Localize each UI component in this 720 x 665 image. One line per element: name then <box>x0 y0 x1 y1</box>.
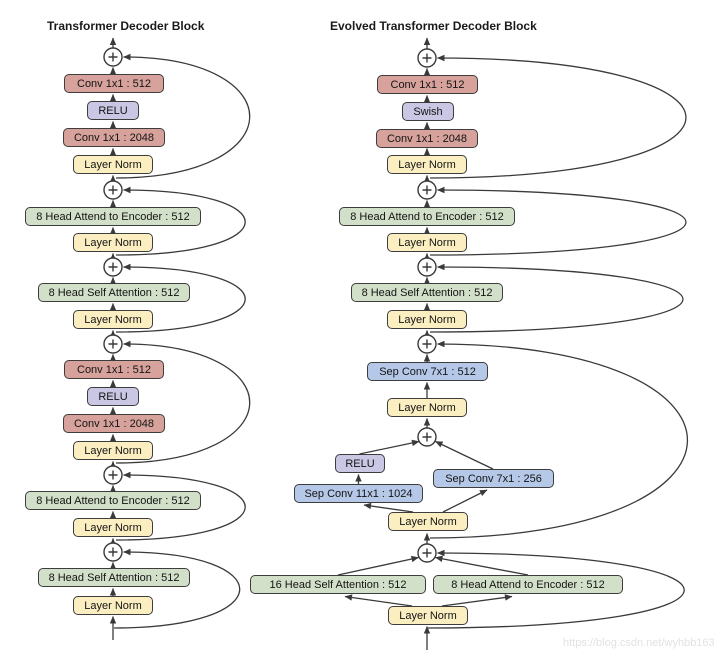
node-sep-conv-7x1-256: Sep Conv 7x1 : 256 <box>433 469 554 488</box>
residual-arc <box>115 53 251 179</box>
add-node-icon <box>103 180 123 200</box>
residual-arc <box>429 340 689 539</box>
watermark-text: https://blog.csdn.net/wyhbb163 <box>563 637 715 649</box>
right-residual-arcs <box>427 54 689 629</box>
node-attend-to-encoder: 8 Head Attend to Encoder : 512 <box>25 491 201 510</box>
node-layer-norm: Layer Norm <box>73 155 153 174</box>
node-conv-1x1-512: Conv 1x1 : 512 <box>64 360 164 379</box>
add-node-icon <box>103 465 123 485</box>
branch-arrow <box>363 502 414 513</box>
branch-arrow <box>442 489 488 513</box>
node-attend-to-encoder: 8 Head Attend to Encoder : 512 <box>433 575 623 594</box>
right-add-nodes <box>417 48 437 563</box>
add-node-icon <box>417 257 437 277</box>
branch-arrow <box>441 594 513 607</box>
residual-arc <box>115 263 246 333</box>
right-flow-arrows <box>337 37 529 650</box>
node-relu: RELU <box>87 387 139 406</box>
node-layer-norm: Layer Norm <box>388 606 468 625</box>
node-relu: RELU <box>335 454 385 473</box>
node-layer-norm: Layer Norm <box>73 310 153 329</box>
branch-arrow <box>435 440 494 470</box>
residual-arc <box>429 54 687 179</box>
residual-arc <box>115 186 246 256</box>
node-layer-norm: Layer Norm <box>388 512 468 531</box>
node-conv-1x1-512: Conv 1x1 : 512 <box>377 75 478 94</box>
node-layer-norm: Layer Norm <box>73 441 153 460</box>
add-node-icon <box>417 180 437 200</box>
add-node-icon <box>417 334 437 354</box>
residual-arc <box>115 340 251 464</box>
node-relu: RELU <box>87 101 139 120</box>
residual-arc <box>115 471 246 541</box>
add-node-icon <box>103 334 123 354</box>
node-layer-norm: Layer Norm <box>387 233 467 252</box>
node-16-head-self-attention: 16 Head Self Attention : 512 <box>250 575 426 594</box>
right-diagram-title: Evolved Transformer Decoder Block <box>330 19 537 33</box>
add-node-icon <box>417 543 437 563</box>
node-attend-to-encoder: 8 Head Attend to Encoder : 512 <box>339 207 515 226</box>
node-conv-1x1-512: Conv 1x1 : 512 <box>64 74 164 93</box>
add-node-icon <box>103 542 123 562</box>
add-node-icon <box>103 257 123 277</box>
branch-arrow <box>344 594 413 607</box>
node-layer-norm: Layer Norm <box>387 310 467 329</box>
add-node-icon <box>103 47 123 67</box>
branch-arrow <box>359 439 420 455</box>
left-diagram-title: Transformer Decoder Block <box>47 19 205 33</box>
node-attend-to-encoder: 8 Head Attend to Encoder : 512 <box>25 207 201 226</box>
residual-arc <box>429 263 684 333</box>
residual-arc <box>429 186 687 256</box>
node-swish: Swish <box>402 102 454 121</box>
node-layer-norm: Layer Norm <box>73 596 153 615</box>
add-node-icon <box>417 427 437 447</box>
left-residual-arcs <box>113 53 251 629</box>
node-self-attention: 8 Head Self Attention : 512 <box>38 283 190 302</box>
branch-arrow <box>435 555 529 576</box>
node-layer-norm: Layer Norm <box>73 233 153 252</box>
node-layer-norm: Layer Norm <box>387 155 467 174</box>
residual-arc <box>427 549 685 629</box>
node-sep-conv-11x1-1024: Sep Conv 11x1 : 1024 <box>294 484 423 503</box>
node-self-attention: 8 Head Self Attention : 512 <box>38 568 190 587</box>
left-add-nodes <box>103 47 123 562</box>
node-layer-norm: Layer Norm <box>387 398 467 417</box>
node-sep-conv-7x1-512: Sep Conv 7x1 : 512 <box>367 362 488 381</box>
node-self-attention: 8 Head Self Attention : 512 <box>351 283 503 302</box>
node-conv-1x1-2048: Conv 1x1 : 2048 <box>376 129 478 148</box>
node-conv-1x1-2048: Conv 1x1 : 2048 <box>63 414 165 433</box>
node-layer-norm: Layer Norm <box>73 518 153 537</box>
add-node-icon <box>417 48 437 68</box>
residual-arc <box>113 548 241 629</box>
branch-arrow <box>337 555 419 576</box>
node-conv-1x1-2048: Conv 1x1 : 2048 <box>63 128 165 147</box>
